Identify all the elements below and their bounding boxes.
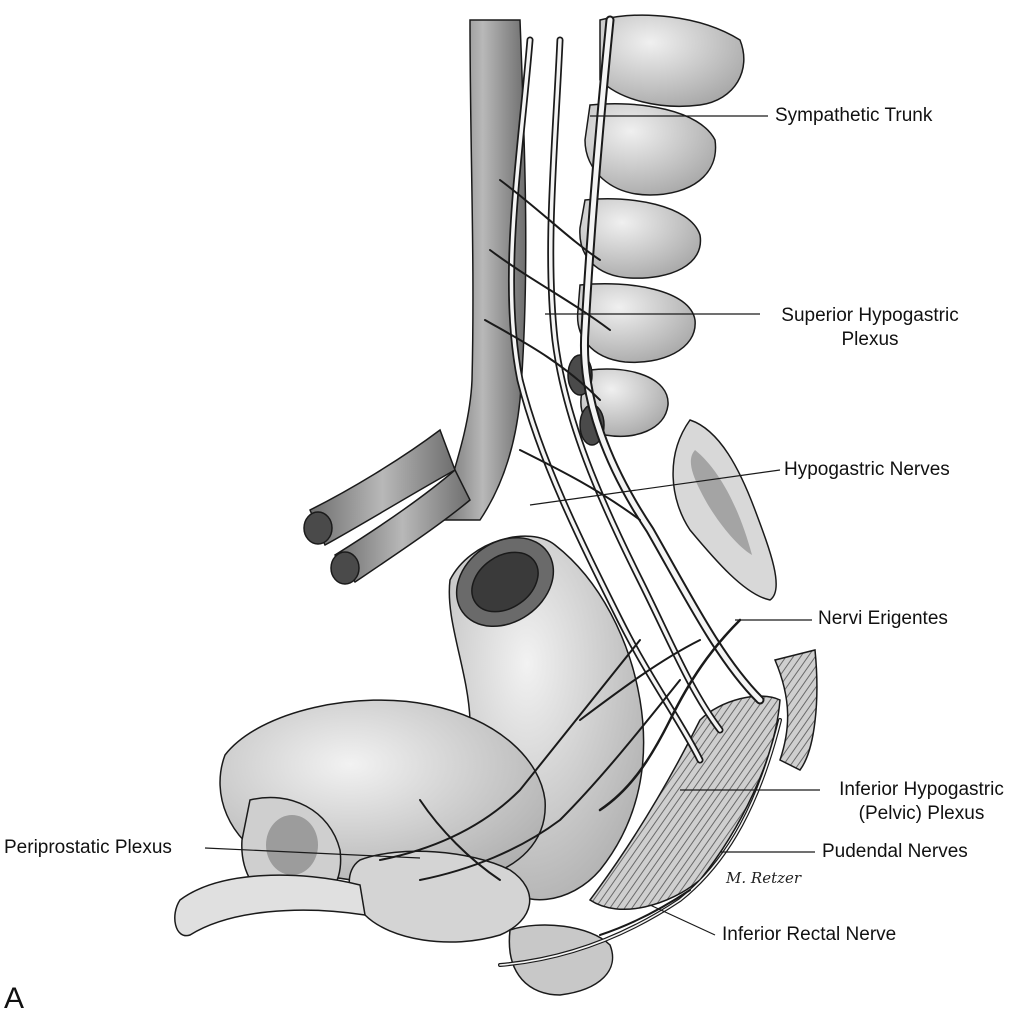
major-vessels [303, 19, 605, 585]
plexus-branch-3 [499, 179, 601, 261]
label-periprostatic-plexus: Periprostatic Plexus [4, 836, 172, 860]
aorta [439, 19, 527, 521]
label-inferior-hypogastric-line1: Inferior Hypogastric [839, 779, 1004, 800]
nerve-network [379, 15, 782, 967]
label-superior-hypogastric-line1: Superior Hypogastric [781, 305, 959, 326]
plexus-branch-2 [484, 319, 601, 401]
vessel-lumen-2 [330, 551, 360, 585]
label-hypogastric-nerves: Hypogastric Nerves [784, 458, 950, 482]
sacrum-shade [690, 450, 752, 555]
label-hypogastric-nerves-text: Hypogastric Nerves [784, 459, 950, 480]
pubic-bone-shade [266, 815, 318, 875]
label-nervi-erigentes: Nervi Erigentes [818, 607, 948, 631]
label-sympathetic-trunk-text: Sympathetic Trunk [775, 105, 933, 126]
leader-hypogastric-nerves [529, 469, 781, 506]
leader-lines [204, 115, 820, 936]
vessel-lumen-1 [303, 511, 333, 545]
vertebra-4 [576, 283, 696, 364]
label-pudendal-nerves: Pudendal Nerves [822, 840, 968, 864]
pelvic-plexus-branch-2 [419, 679, 681, 881]
label-nervi-erigentes-text: Nervi Erigentes [818, 608, 948, 629]
rectum-lumen-inner [471, 551, 539, 613]
label-superior-hypogastric-line2: Plexus [841, 329, 899, 350]
erigentes-branch [598, 618, 742, 812]
pelvic-plexus-branch-3 [579, 639, 701, 721]
label-pudendal-nerves-text: Pudendal Nerves [822, 841, 968, 862]
label-superior-hypogastric-plexus: Superior Hypogastric Plexus [765, 304, 975, 352]
iliac-artery-left [309, 428, 456, 547]
vertebra-1 [599, 14, 745, 108]
urethra-penile [174, 874, 366, 937]
pelvic-plexus-branch-1 [379, 639, 641, 861]
anal-canal [508, 924, 614, 996]
label-periprostatic-plexus-text: Periprostatic Plexus [4, 837, 172, 858]
label-inferior-hypogastric-line2: (Pelvic) Plexus [858, 803, 985, 824]
pudendal-nerve-core [499, 719, 781, 966]
vertebra-3 [579, 198, 702, 279]
label-inferior-rectal-nerve: Inferior Rectal Nerve [722, 923, 896, 947]
leader-inferior-rectal [649, 904, 716, 936]
plexus-branch-1 [489, 249, 611, 331]
periprostatic-branch [419, 799, 501, 881]
label-inferior-rectal-nerve-text: Inferior Rectal Nerve [722, 924, 897, 945]
hypogastric-nerve-right-core [548, 38, 722, 732]
label-sympathetic-trunk: Sympathetic Trunk [775, 104, 932, 128]
leader-periprostatic [204, 847, 421, 859]
piriformis-cut [773, 649, 818, 771]
label-inferior-hypogastric-plexus: Inferior Hypogastric (Pelvic) Plexus [824, 778, 1019, 826]
artist-signature: M. Retzer [726, 869, 802, 887]
inferior-rectal-branch [599, 889, 691, 936]
plexus-branch-4 [519, 449, 641, 521]
sympathetic-trunk-nerve-core [581, 17, 763, 703]
panel-letter: A [4, 982, 25, 1015]
